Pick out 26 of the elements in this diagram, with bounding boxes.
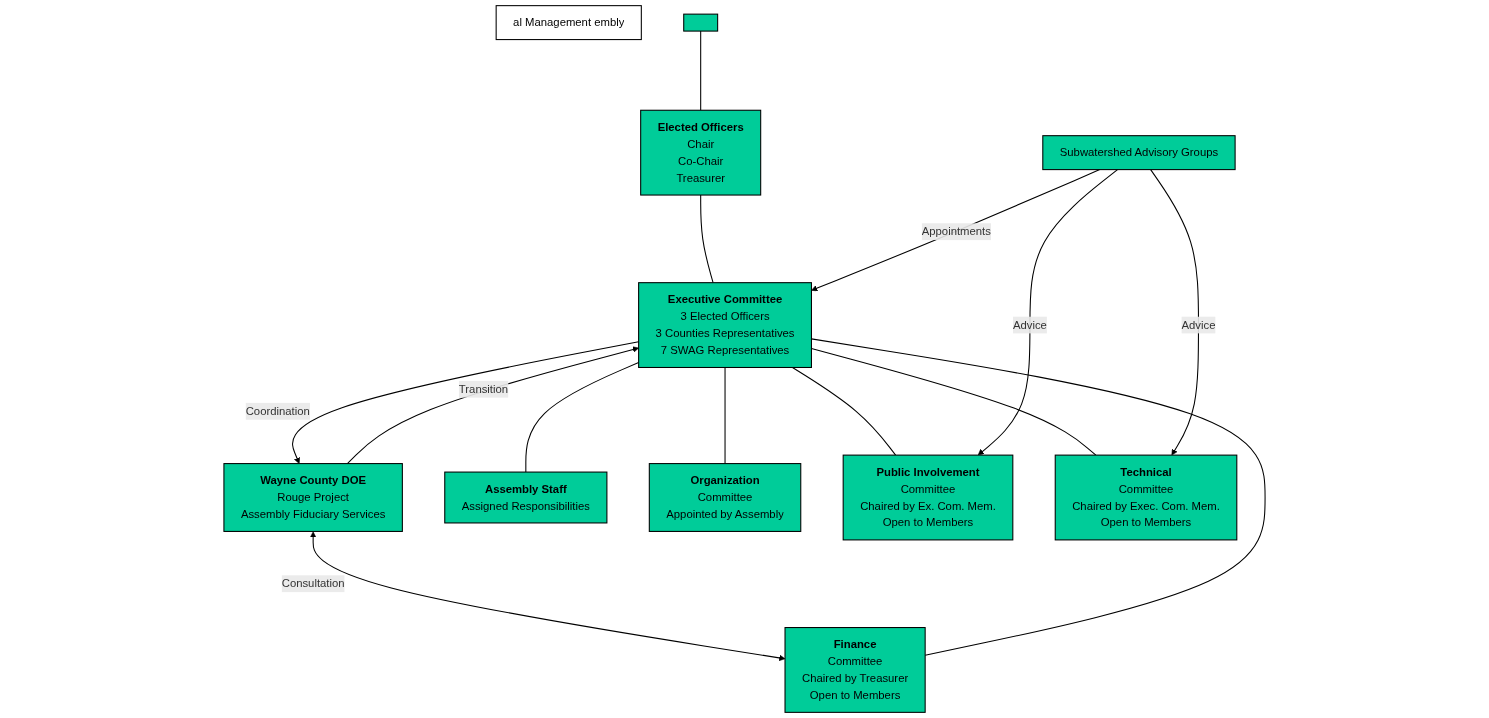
node-box: Public Involvement Committee Chaired by Ex. Com. Mem. Open to Members [842,454,1014,541]
node-box [683,13,719,32]
connector [700,194,714,284]
node-box: Subwatershed Advisory Groups [1042,135,1236,171]
arrow [977,169,1119,456]
node-box: Assembly Staff Assigned Responsibilities [444,471,608,524]
node-box: Finance Committee Chaired by Treasurer Open to Members [784,627,926,713]
connector [724,366,726,465]
node-box: al Management embly [495,5,642,41]
connector [700,30,702,111]
edge-label: Appointments [921,225,991,238]
connector [791,366,897,456]
edge-label: Consultation [281,577,345,590]
arrow [310,531,786,661]
arrow [346,346,639,465]
edge-label: Coordination [245,404,310,417]
arrow [811,169,1101,292]
node-box: Organization Committee Appointed by Assembly [648,463,802,532]
node-box: Technical Committee Chaired by Exec. Com. Mem. Open to Members [1054,454,1238,541]
node-box: Elected Officers Chair Co-Chair Treasurer [640,109,762,196]
arrow [1150,169,1199,456]
node-box: Wayne County DOE Rouge Project Assembly Fiduciary Services [223,463,403,532]
edge-label: Transition [458,382,509,395]
edge-label: Advice [1181,318,1216,331]
edge-label: Advice [1012,318,1047,331]
node-box: Executive Committee 3 Elected Officers 3 Counties Representatives 7 SWAG Representatives [638,282,812,368]
